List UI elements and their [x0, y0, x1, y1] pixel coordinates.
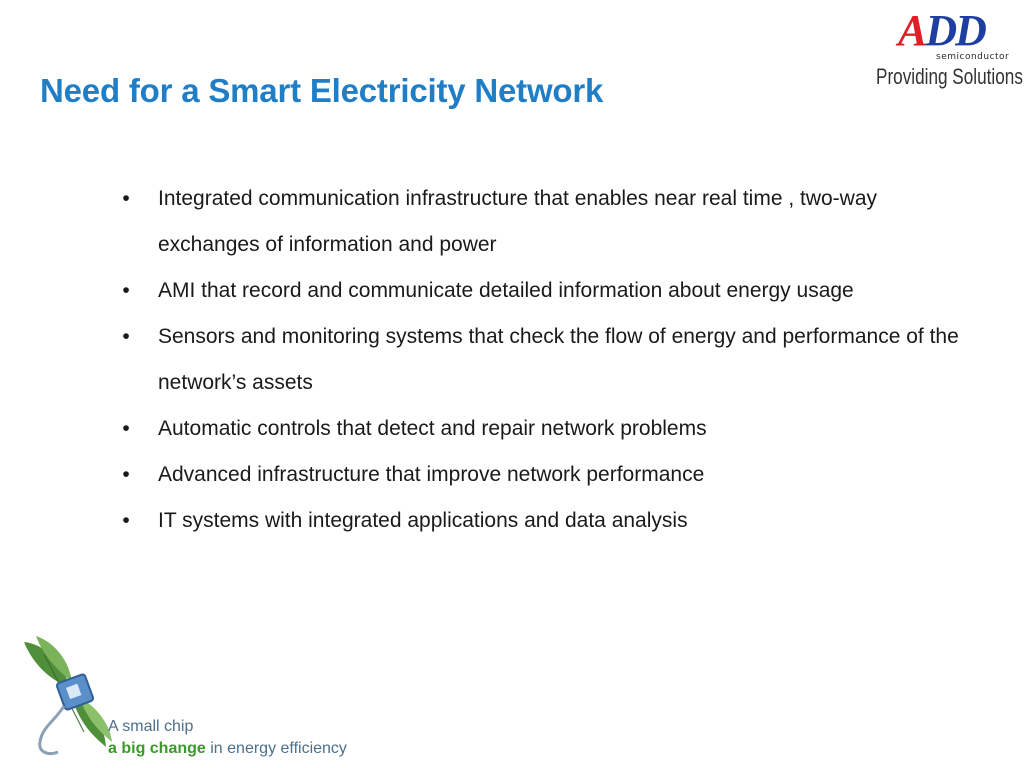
bullet-dot: • — [122, 417, 130, 440]
bullet-dot: • — [122, 509, 130, 532]
bullet-dot: • — [122, 325, 130, 348]
bullet-text: Sensors and monitoring systems that chec… — [158, 325, 959, 394]
bullet-text: Advanced infrastructure that improve net… — [158, 463, 705, 486]
bullet-text: IT systems with integrated applications … — [158, 509, 688, 532]
bullet-item: • IT systems with integrated application… — [110, 498, 970, 544]
bullet-list: • Integrated communication infrastructur… — [110, 176, 970, 544]
bullet-text: AMI that record and communicate detailed… — [158, 279, 854, 302]
slide-title: Need for a Smart Electricity Network — [40, 72, 604, 109]
logo-tagline: Providing Solutions — [876, 64, 1023, 89]
bullet-text: Integrated communication infrastructure … — [158, 187, 878, 256]
bullet-dot: • — [122, 187, 130, 210]
footer-line-2-rest: in energy efficiency — [205, 740, 347, 757]
bullet-item: • Advanced infrastructure that improve n… — [110, 452, 970, 498]
bullet-text: Automatic controls that detect and repai… — [158, 417, 707, 440]
bullet-dot: • — [122, 463, 130, 486]
logo-letters-dd: DD — [925, 6, 987, 55]
footer-tagline: A small chip a big change in energy effi… — [108, 716, 347, 760]
bullet-dot: • — [122, 279, 130, 302]
bullet-item: • AMI that record and communicate detail… — [110, 268, 970, 314]
add-logo: ADD semiconductor Providing Solutions — [870, 6, 1023, 96]
logo-letter-a: A — [898, 6, 927, 55]
footer-highlight: a big change — [108, 740, 206, 757]
bullet-item: • Automatic controls that detect and rep… — [110, 406, 970, 452]
footer-line-1: A small chip — [108, 718, 194, 735]
logo-wordmark: ADD — [898, 6, 987, 56]
leaf-chip-icon — [14, 632, 114, 760]
footer-line-2: a big change in energy efficiency — [108, 738, 347, 760]
bullet-item: • Integrated communication infrastructur… — [110, 176, 970, 268]
bullet-item: • Sensors and monitoring systems that ch… — [110, 314, 970, 406]
logo-subtext: semiconductor — [936, 52, 1010, 62]
